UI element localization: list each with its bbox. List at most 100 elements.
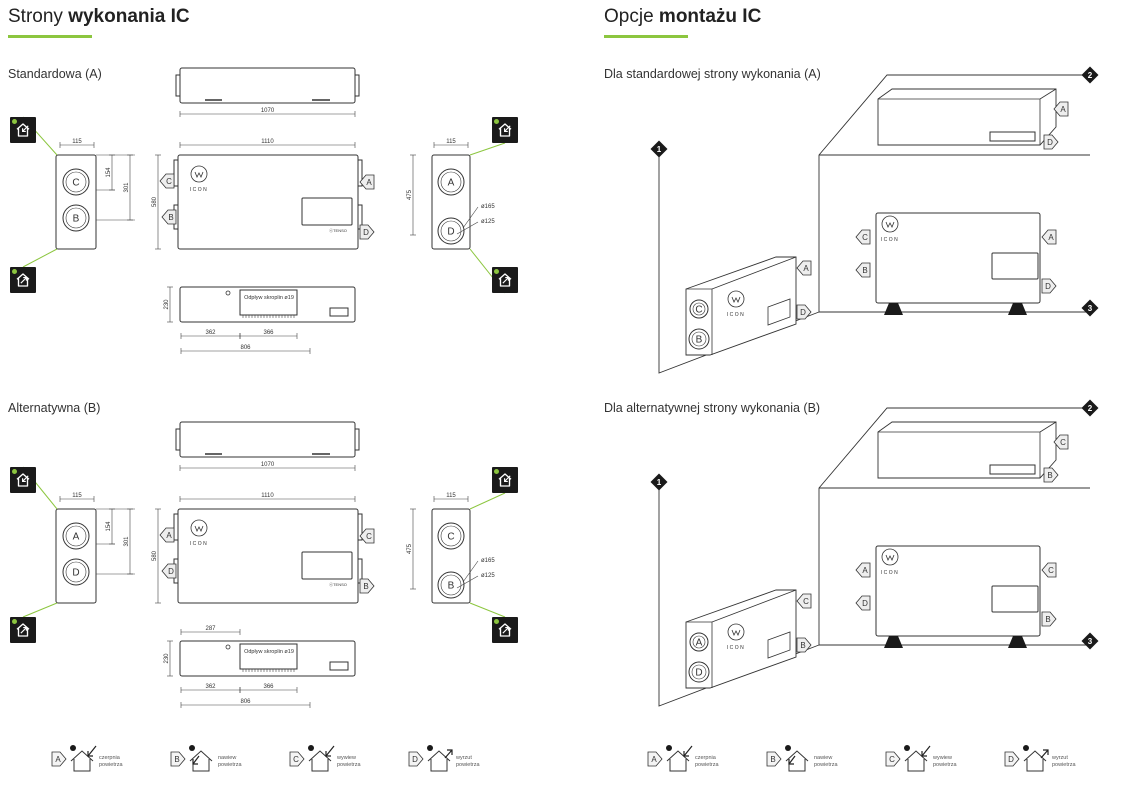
dim-label: 475 xyxy=(407,543,413,554)
legend-dot xyxy=(785,745,791,751)
wall-panel xyxy=(991,252,1039,280)
floor-duct-upper: C xyxy=(689,299,709,319)
dim-806: 806 xyxy=(180,345,311,354)
dim-label: 806 xyxy=(240,345,251,351)
house-icon xyxy=(785,750,809,772)
edge xyxy=(1039,421,1057,433)
front-stub xyxy=(357,513,363,541)
port-tag xyxy=(766,751,782,767)
port-d: D xyxy=(1004,751,1020,767)
icon-bg xyxy=(10,267,36,293)
arrow-icon xyxy=(921,745,931,757)
port-tag xyxy=(359,224,375,240)
legend-line1: wyrzut xyxy=(1051,755,1068,761)
arrow-icon xyxy=(444,749,453,759)
stub xyxy=(175,74,181,97)
port-a: A xyxy=(1053,101,1069,117)
drawing-set-b: 10701110ⓔTENSOICON580ADCB115154301AD1154… xyxy=(55,421,495,708)
duct-letter: C xyxy=(695,305,702,316)
house-icon xyxy=(308,750,332,772)
dim-475: 475 xyxy=(407,508,416,590)
legend-line1: wyrzut xyxy=(455,755,472,761)
icon-a-br xyxy=(492,267,518,293)
drain-box xyxy=(239,289,298,316)
arrow-icon xyxy=(683,745,693,757)
dim-115-right: 115 xyxy=(433,493,469,502)
port-letter: C xyxy=(293,755,299,764)
port-letter: D xyxy=(363,228,369,237)
port-d: D xyxy=(1041,278,1057,294)
dim-366: 366 xyxy=(239,330,298,339)
marker-label: 2 xyxy=(1088,404,1093,413)
marker-2: 2 xyxy=(1081,399,1099,417)
icon-bg xyxy=(492,267,518,293)
port-c: C xyxy=(289,751,305,767)
floor-duct-lower: B xyxy=(688,328,710,350)
port-tag xyxy=(796,304,812,320)
duct-upper: A xyxy=(62,522,90,550)
mount-b-label: Dla alternatywnej strony wykonania (B) xyxy=(604,401,821,415)
duct-upper: A xyxy=(437,168,465,196)
service-panel xyxy=(301,197,353,226)
port-d: D xyxy=(855,595,871,611)
edge xyxy=(1039,88,1057,100)
dim-label: 1070 xyxy=(261,108,275,114)
arrow-icon xyxy=(325,745,335,757)
label-plate xyxy=(329,307,349,317)
legend-dot xyxy=(70,745,76,751)
port-tag xyxy=(159,527,175,543)
port-letter: D xyxy=(862,599,868,608)
ceiling-unit xyxy=(877,88,1057,146)
house-icon xyxy=(666,750,690,772)
dim-1070: 1070 xyxy=(179,462,356,471)
port-letter: B xyxy=(168,213,173,222)
port-letter: D xyxy=(800,308,806,317)
port-tag xyxy=(170,751,186,767)
wall-panel xyxy=(991,585,1039,613)
icon-dot xyxy=(494,269,499,274)
arrow-icon xyxy=(87,745,97,757)
port-d: D xyxy=(408,751,424,767)
port-letter: B xyxy=(363,582,368,591)
duct-letter: A xyxy=(73,532,80,543)
legend-line2: powietrza xyxy=(456,762,480,768)
ceiling-panel xyxy=(989,131,1036,142)
port-tag xyxy=(51,751,67,767)
port-a: A xyxy=(359,174,375,190)
dim-366: 366 xyxy=(239,684,298,693)
port-letter: B xyxy=(174,755,179,764)
port-letter: C xyxy=(1048,566,1054,575)
port-letter: B xyxy=(1047,471,1052,480)
duct-letter: D xyxy=(72,568,79,579)
dim-label: 154 xyxy=(106,521,112,532)
right-side-view xyxy=(431,508,471,604)
port-a: A xyxy=(1041,229,1057,245)
mount-a-label: Dla standardowej strony wykonania (A) xyxy=(604,67,821,81)
house-icon xyxy=(904,750,928,772)
marker-diamond xyxy=(650,473,668,491)
ceiling-panel xyxy=(989,464,1036,475)
icon-dot xyxy=(12,619,17,624)
port-letter: A xyxy=(55,755,61,764)
front-stub xyxy=(173,513,179,541)
port-tag xyxy=(289,751,305,767)
port-letter: A xyxy=(651,755,657,764)
port-d: D xyxy=(1043,134,1059,150)
port-d: D xyxy=(161,563,177,579)
port-tag xyxy=(359,528,375,544)
port-letter: B xyxy=(770,755,775,764)
green-leader xyxy=(469,492,506,510)
port-tag xyxy=(796,593,812,609)
port-b: B xyxy=(170,751,186,767)
port-letter: C xyxy=(1060,438,1066,447)
service-panel xyxy=(301,551,353,580)
port-letter: C xyxy=(889,755,895,764)
port-b: B xyxy=(161,209,177,225)
